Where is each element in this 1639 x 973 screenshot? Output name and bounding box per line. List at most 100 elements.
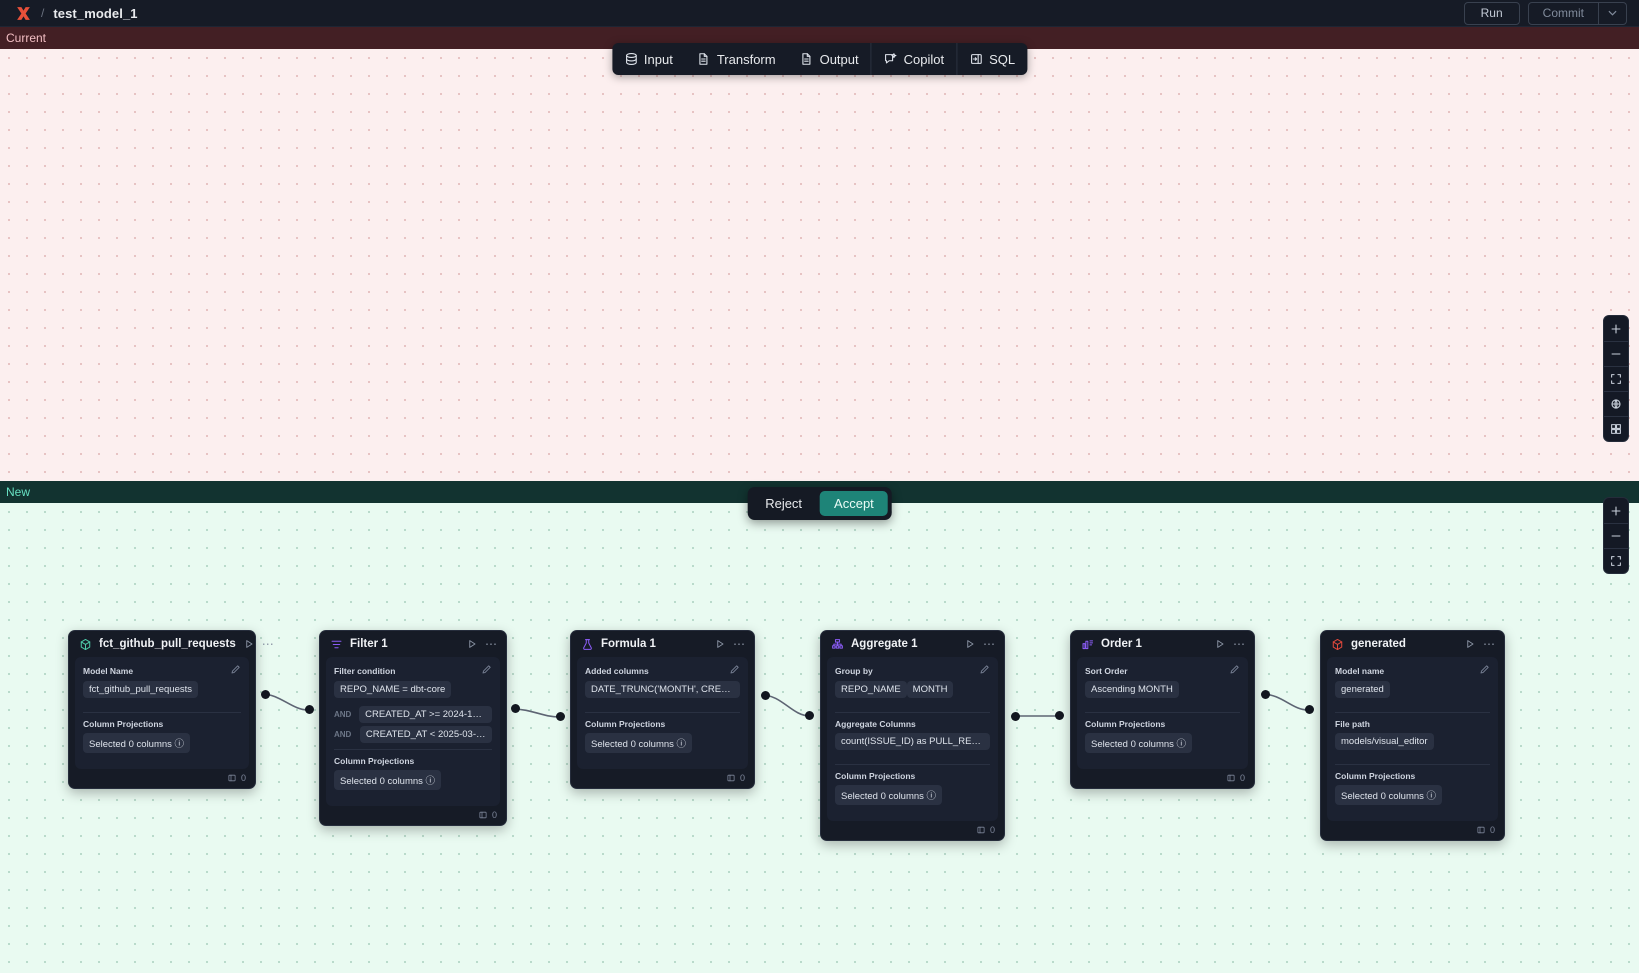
- play-icon[interactable]: [964, 638, 976, 650]
- zoom-out-icon[interactable]: [1604, 341, 1628, 366]
- value-chip[interactable]: Selected 0 columns ⓘ: [83, 733, 191, 753]
- field-label: Model Name: [83, 664, 241, 677]
- pencil-icon[interactable]: [230, 664, 241, 677]
- value-chip[interactable]: MONTH: [906, 681, 954, 698]
- zoom-in-icon[interactable]: [1604, 498, 1628, 523]
- field-label-text: Column Projections: [83, 719, 164, 729]
- mode-tab-transform[interactable]: Transform: [685, 43, 788, 75]
- condition-conjunction: AND: [334, 730, 352, 739]
- node-port[interactable]: [1305, 705, 1314, 714]
- node-menu-icon[interactable]: ⋯: [485, 637, 498, 651]
- field-label: File path: [1335, 719, 1490, 729]
- node-menu-icon[interactable]: ⋯: [1483, 637, 1496, 651]
- node-header[interactable]: fct_github_pull_requests⋯: [69, 631, 274, 657]
- node-port[interactable]: [511, 704, 520, 713]
- play-icon[interactable]: [243, 638, 255, 650]
- play-icon[interactable]: [1464, 638, 1476, 650]
- node-port[interactable]: [761, 691, 770, 700]
- mode-tab-copilot[interactable]: Copilot: [870, 43, 956, 75]
- accept-button[interactable]: Accept: [820, 491, 888, 516]
- node-port[interactable]: [305, 705, 314, 714]
- canvas-current[interactable]: [0, 49, 1639, 481]
- fit-view-icon[interactable]: [1604, 548, 1628, 573]
- node-port[interactable]: [556, 712, 565, 721]
- node-header[interactable]: Formula 1⋯: [571, 631, 754, 657]
- pencil-icon[interactable]: [1229, 664, 1240, 677]
- brand-x-icon[interactable]: [14, 4, 32, 22]
- node-menu-icon[interactable]: ⋯: [261, 637, 275, 651]
- node-header[interactable]: Filter 1⋯: [320, 631, 506, 657]
- pencil-icon[interactable]: [1479, 664, 1490, 677]
- field-label: Column Projections: [334, 756, 492, 766]
- value-chip[interactable]: Selected 0 columns ⓘ: [1085, 733, 1193, 753]
- table-icon: [1226, 773, 1236, 783]
- mode-tab-label: Output: [819, 51, 859, 67]
- reject-button[interactable]: Reject: [765, 496, 803, 511]
- value-chip[interactable]: Ascending MONTH: [1085, 681, 1179, 698]
- run-button[interactable]: Run: [1463, 1, 1520, 25]
- pencil-icon[interactable]: [481, 664, 492, 677]
- table-icon: [227, 773, 237, 783]
- node-port[interactable]: [1261, 690, 1270, 699]
- value-chip[interactable]: DATE_TRUNC('MONTH', CREATED_AT...: [585, 681, 740, 698]
- diff-decision-bar: Reject Accept: [747, 487, 892, 520]
- condition-conjunction: AND: [334, 710, 352, 719]
- play-icon[interactable]: [466, 638, 478, 650]
- node-header[interactable]: generated⋯: [1321, 631, 1504, 657]
- play-icon[interactable]: [1214, 638, 1226, 650]
- value-chip[interactable]: Selected 0 columns ⓘ: [1335, 785, 1443, 805]
- node-menu-icon[interactable]: ⋯: [983, 637, 996, 651]
- table-icon: [976, 825, 986, 835]
- value-chip[interactable]: Selected 0 columns ⓘ: [835, 785, 943, 805]
- lock-globe-icon[interactable]: [1604, 391, 1628, 416]
- node-title: Aggregate 1: [851, 638, 918, 650]
- value-chip[interactable]: REPO_NAME: [835, 681, 907, 698]
- fit-view-icon[interactable]: [1604, 366, 1628, 391]
- mode-tab-output[interactable]: Output: [788, 43, 871, 75]
- field-label: Column Projections: [1085, 719, 1240, 729]
- play-icon[interactable]: [714, 638, 726, 650]
- node-port[interactable]: [1055, 711, 1064, 720]
- field-label-text: Group by: [835, 665, 873, 676]
- pencil-icon[interactable]: [729, 664, 740, 677]
- mode-tab-sql[interactable]: SQL: [956, 43, 1027, 75]
- pencil-icon[interactable]: [979, 664, 990, 677]
- node-header[interactable]: Order 1⋯: [1071, 631, 1254, 657]
- node-menu-icon[interactable]: ⋯: [1233, 637, 1246, 651]
- node-header[interactable]: Aggregate 1 ⋯: [821, 631, 1004, 657]
- divider: [1335, 764, 1490, 765]
- value-chip[interactable]: models/visual_editor: [1335, 733, 1434, 750]
- commit-button[interactable]: Commit: [1542, 5, 1584, 20]
- value-chip[interactable]: count(ISSUE_ID) as PULL_REQUEST_...: [835, 733, 990, 750]
- value-chip[interactable]: CREATED_AT < 2025-03-01: [359, 726, 492, 743]
- value-chip[interactable]: Selected 0 columns ⓘ: [585, 733, 693, 753]
- value-chip[interactable]: REPO_NAME = dbt-core: [334, 681, 452, 698]
- sort-icon: [1081, 638, 1094, 651]
- node-menu-icon[interactable]: ⋯: [733, 637, 746, 651]
- zoom-out-icon[interactable]: [1604, 523, 1628, 548]
- node-port[interactable]: [805, 711, 814, 720]
- filter-icon: [330, 638, 343, 651]
- row-count: 0: [240, 773, 246, 783]
- value-chip[interactable]: CREATED_AT >= 2024-12-01: [359, 706, 492, 723]
- value-chip[interactable]: Selected 0 columns ⓘ: [334, 770, 442, 790]
- node-port[interactable]: [261, 690, 270, 699]
- grid-icon[interactable]: [1604, 416, 1628, 441]
- value-chip[interactable]: generated: [1335, 681, 1390, 698]
- zoom-in-icon[interactable]: [1604, 316, 1628, 341]
- node-port[interactable]: [1011, 712, 1020, 721]
- mode-tab-input[interactable]: Input: [612, 43, 685, 75]
- chevron-down-icon[interactable]: [1598, 2, 1626, 24]
- value-chip[interactable]: fct_github_pull_requests: [83, 681, 198, 698]
- page-title: test_model_1: [53, 5, 138, 21]
